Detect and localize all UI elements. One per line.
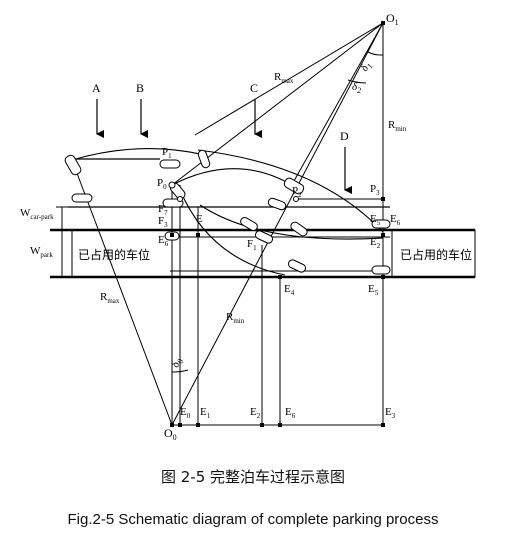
caption-chinese: 图 2-5 完整泊车过程示意图	[160, 468, 346, 486]
label-e2-mid: E2	[370, 236, 381, 250]
label-f7: F7	[158, 203, 168, 217]
parking-process-diagram: A B C D O1 O0 δ1 δ2 δ0 Rmax Rmin Rmax Rm…	[20, 11, 476, 442]
o1-to-upper-left	[194, 22, 384, 136]
car-positions	[64, 149, 391, 275]
label-occupied-right: 已占用的车位	[400, 247, 472, 262]
caption-english: Fig.2-5 Schematic diagram of complete pa…	[67, 511, 439, 528]
label-delta2: δ2	[352, 81, 361, 95]
arc-p0-to-p2	[171, 168, 301, 191]
label-d: D	[340, 129, 349, 143]
outer-arc-rmax	[71, 148, 206, 161]
label-e3: E3	[385, 406, 396, 420]
o0-to-o1	[171, 22, 384, 426]
label-occupied-left: 已占用的车位	[78, 247, 150, 262]
label-delta0: δ0	[169, 357, 185, 369]
label-b: B	[136, 81, 144, 95]
label-rmin-bottom: Rmin	[226, 311, 245, 325]
label-delta1: δ1	[358, 60, 375, 75]
label-e6-right: E6	[390, 213, 401, 227]
label-w-park: Wpark	[30, 245, 53, 259]
label-f1: F1	[247, 238, 257, 252]
trajectory-arcs	[71, 148, 384, 276]
label-p0: P0	[157, 177, 167, 191]
label-rmax-left: Rmax	[100, 291, 120, 305]
label-c: C	[250, 81, 258, 95]
label-e1: E1	[200, 406, 211, 420]
label-o0: O0	[164, 426, 177, 442]
label-o1: O1	[386, 11, 399, 27]
label-w-car-park: Wcar-park	[20, 207, 54, 221]
label-e6: E6	[285, 406, 296, 420]
label-e-left: E	[196, 213, 203, 225]
label-a: A	[92, 81, 101, 95]
label-rmax-top: Rmax	[274, 71, 294, 85]
label-e4: E4	[284, 283, 295, 297]
label-e0: E0	[180, 406, 191, 420]
label-p2: P2	[292, 185, 302, 199]
label-f3: F3	[158, 215, 168, 229]
label-f6: E6	[158, 234, 169, 248]
baseline-ticks	[170, 21, 385, 427]
o1-to-p2	[289, 22, 384, 189]
label-rmin-right: Rmin	[388, 119, 407, 133]
construction-lines	[71, 22, 384, 426]
labels: A B C D O1 O0 δ1 δ2 δ0 Rmax Rmin Rmax Rm…	[20, 11, 472, 442]
occupied-slot-right	[391, 229, 476, 278]
upper-swing-arc	[197, 149, 384, 233]
o0-to-upper-left	[71, 159, 173, 426]
label-e2: E2	[250, 406, 261, 420]
label-p3: P3	[370, 183, 380, 197]
force-arrows	[96, 99, 352, 194]
inner-arc-rmin	[179, 189, 286, 276]
width-dimensions	[56, 206, 68, 278]
lower-curve	[199, 204, 384, 240]
label-e5-mid: E5	[370, 213, 381, 227]
label-p1: P1	[162, 146, 172, 160]
label-e5-bottom: E5	[368, 283, 379, 297]
